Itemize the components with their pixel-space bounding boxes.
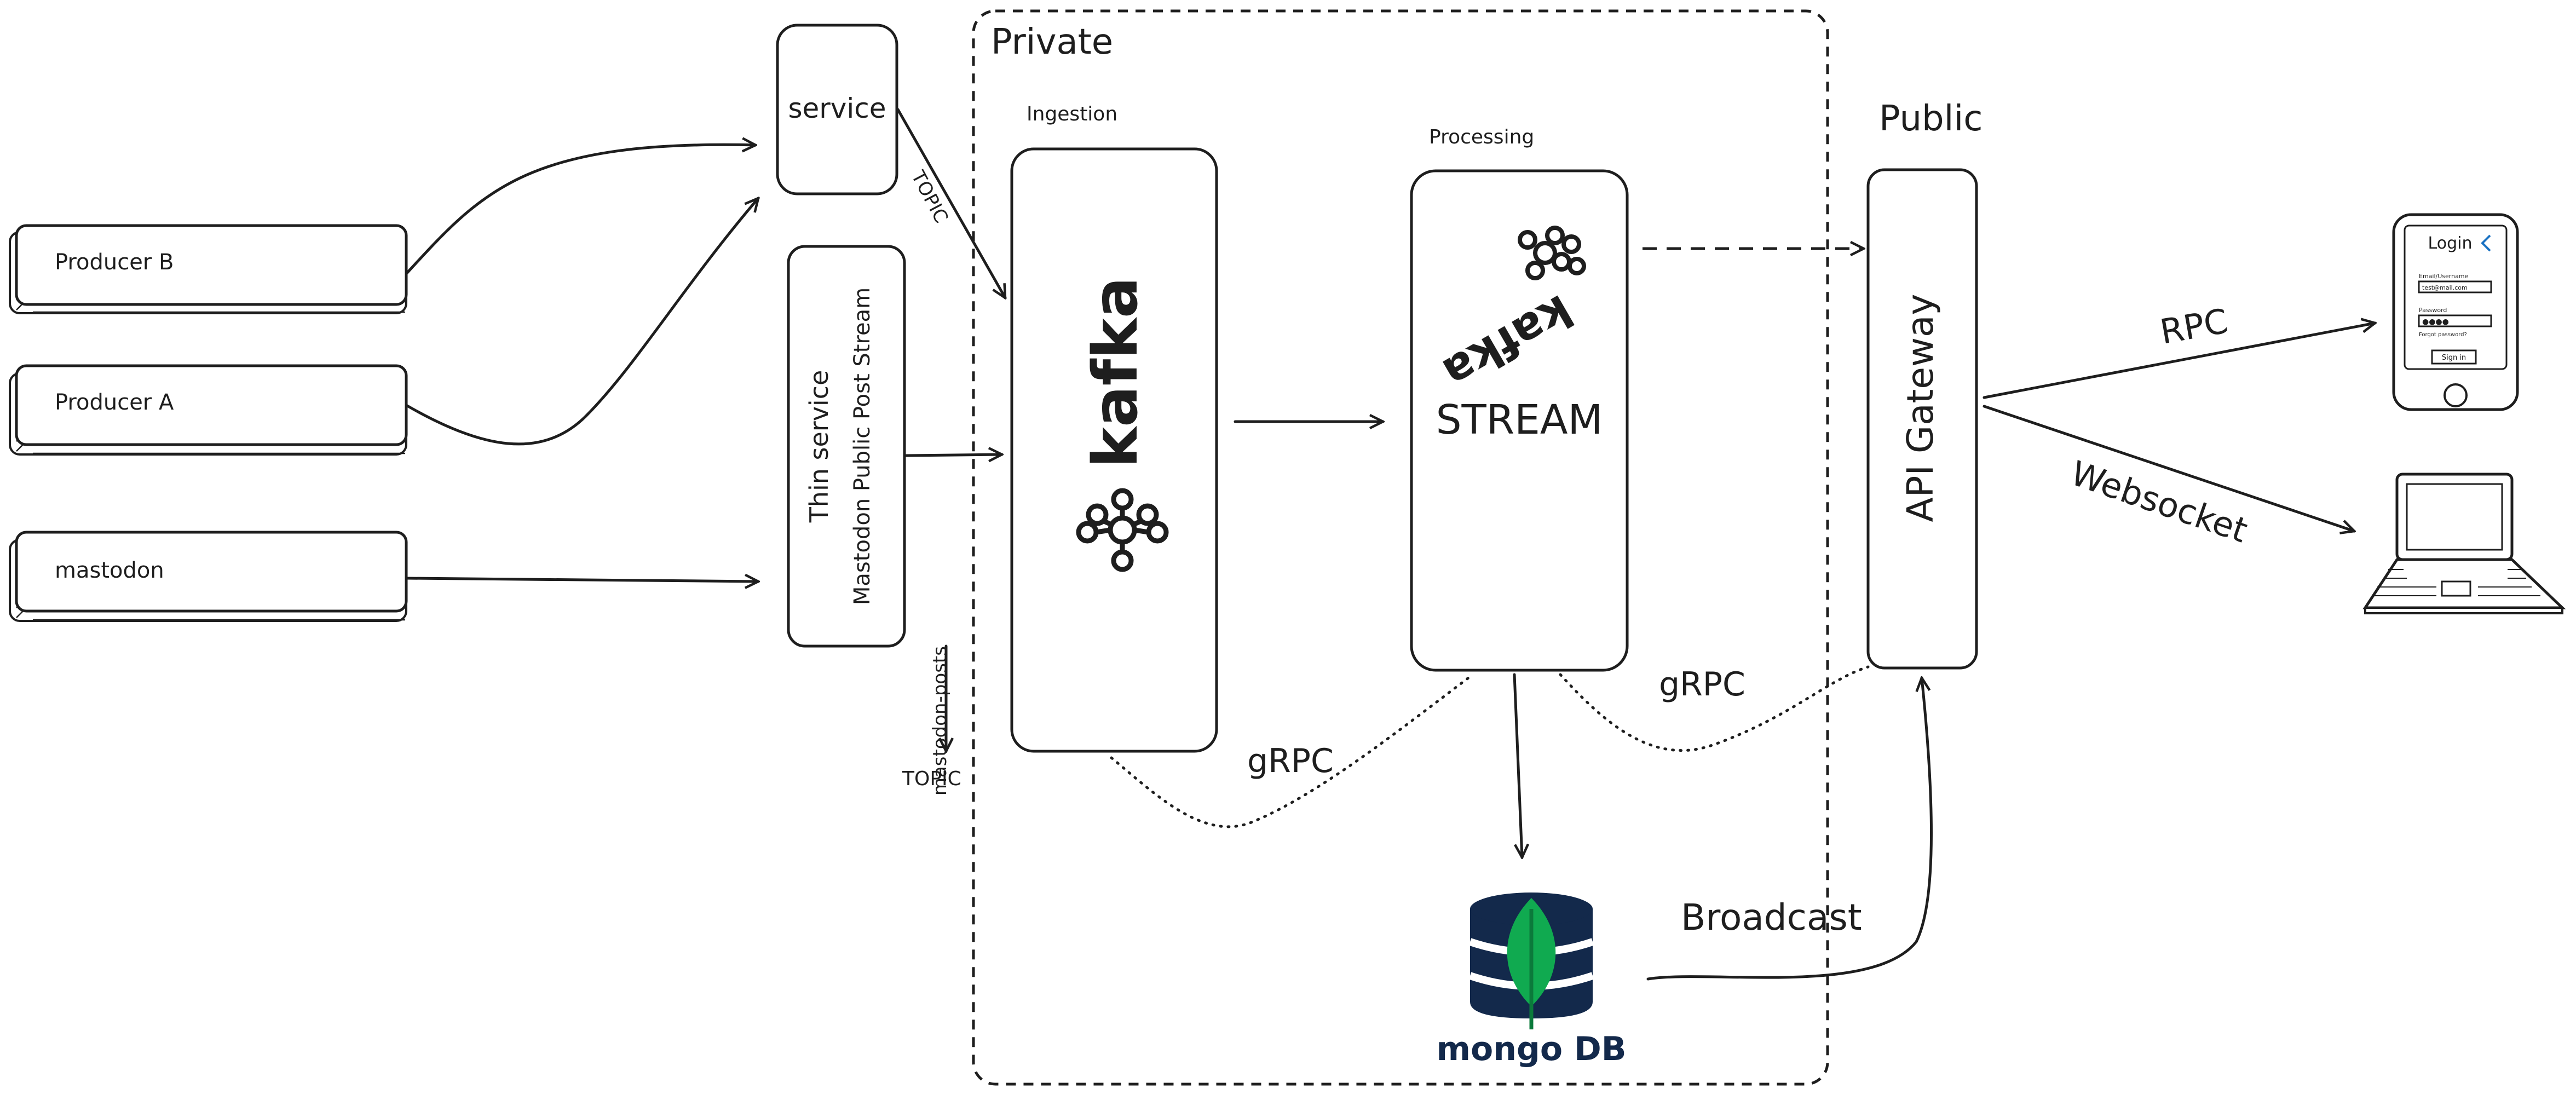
edge-grpc-right-label: gRPC	[1659, 665, 1745, 704]
edge-websocket-label: Websocket	[2066, 453, 2252, 550]
phone-password-field[interactable]	[2418, 314, 2492, 327]
edge-gateway-phone	[1983, 323, 2375, 399]
mastodon-label: mastodon	[55, 558, 164, 583]
phone-email-label: Email/Username	[2419, 273, 2469, 280]
ingestion-label: Ingestion	[1027, 103, 1117, 125]
stream-label: STREAM	[1436, 396, 1603, 444]
edge-grpc-left-label: gRPC	[1247, 742, 1334, 780]
edge-producer-a-service	[405, 198, 758, 446]
edge-gateway-laptop	[1983, 405, 2354, 531]
phone-password-value: ●●●●	[2422, 318, 2449, 326]
producer-a-node[interactable]: Producer A	[9, 364, 408, 456]
service-label: service	[788, 93, 886, 124]
phone-email-field[interactable]	[2418, 280, 2492, 293]
phone-signin-label: Sign in	[2442, 354, 2466, 362]
thin-service-sublabel: Mastodon Public Post Stream	[850, 287, 875, 605]
kafka-logo-text: kafka	[1080, 277, 1151, 468]
edge-service-kafka	[896, 108, 1007, 298]
edge-broadcast-label: Broadcast	[1681, 896, 1862, 938]
kafka-stream-logo-icon	[1518, 226, 1586, 280]
edge-grpc-left	[1110, 673, 1474, 828]
private-zone-label: Private	[991, 22, 1113, 62]
producer-b-node[interactable]: Producer B	[9, 224, 408, 314]
edge-mastodon-thin-service	[405, 578, 758, 581]
api-gateway-label: API Gateway	[1899, 294, 1941, 522]
public-zone-label: Public	[1879, 99, 1983, 139]
back-chevron-icon[interactable]	[2481, 234, 2491, 252]
edge-topic-bottom-label: TOPIC	[902, 768, 961, 790]
edge-stream-mongodb	[1513, 673, 1522, 857]
phone-forgot-link[interactable]: Forgot password?	[2419, 332, 2467, 338]
mongodb-leaf-icon	[1507, 898, 1556, 1029]
kafka-logo-icon: kafka	[1080, 277, 1151, 468]
kafka-stream-node[interactable]: kafka STREAM	[1410, 169, 1629, 672]
mastodon-node[interactable]: mastodon	[9, 531, 408, 622]
kafka-ingestion-node[interactable]: kafka	[1010, 147, 1218, 753]
phone-signin-button[interactable]	[2431, 349, 2477, 365]
processing-label: Processing	[1429, 126, 1534, 148]
producer-a-label: Producer A	[55, 390, 174, 415]
edge-rpc-label: RPC	[2157, 301, 2231, 352]
thin-service-label: Thin service	[804, 370, 834, 523]
mongodb-logo-text: mongo DB	[1436, 1030, 1626, 1068]
thin-service-node[interactable]: Thin service Mastodon Public Post Stream	[787, 245, 906, 648]
edge-thin-service-kafka	[904, 454, 1002, 456]
producer-b-label: Producer B	[55, 250, 174, 275]
edge-mongodb-gateway	[1646, 678, 1933, 981]
laptop-icon	[2362, 473, 2566, 614]
edge-topic-top-label: TOPIC	[907, 167, 953, 227]
api-gateway-node[interactable]: API Gateway	[1866, 168, 1978, 670]
service-node[interactable]: service	[776, 24, 898, 195]
phone-device[interactable]: Login Email/Username test@mail.com Passw…	[2392, 213, 2519, 411]
phone-password-label: Password	[2419, 307, 2447, 314]
phone-email-value: test@mail.com	[2422, 284, 2468, 291]
edge-mastodon-posts-label: mastodon-posts	[929, 646, 951, 796]
phone-login-title: Login	[2428, 234, 2473, 253]
kafka-nodes-icon	[1076, 488, 1169, 572]
private-zone-frame	[972, 9, 1829, 1086]
edge-producer-b-service	[405, 145, 756, 275]
mongodb-node[interactable]: mongo DB	[1436, 893, 1627, 1068]
